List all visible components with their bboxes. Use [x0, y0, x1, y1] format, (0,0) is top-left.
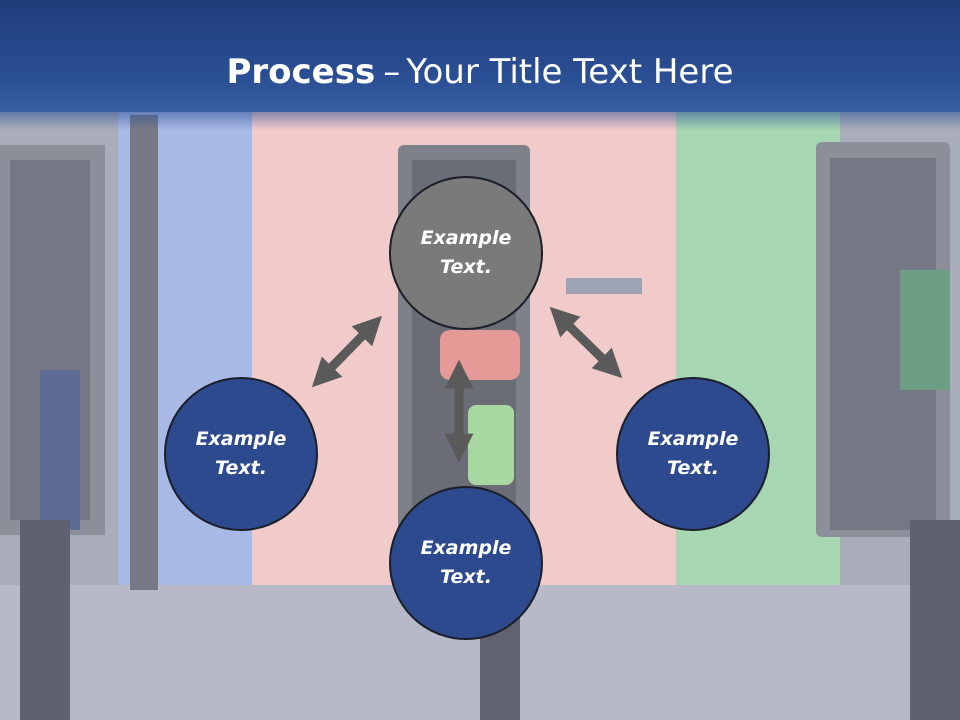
node-left-label: Example Text.	[195, 428, 287, 479]
title-bold-part: Process	[226, 52, 376, 92]
node-bottom-label: Example Text.	[420, 537, 512, 588]
arrow-top-left	[311, 315, 383, 388]
node-left-circle: Example Text.	[164, 377, 318, 531]
node-right-circle: Example Text.	[616, 377, 770, 531]
node-bottom-circle: Example Text.	[389, 486, 543, 640]
node-right-label: Example Text.	[647, 428, 739, 479]
title-separator: –	[383, 52, 401, 92]
title-bar: Process–Your Title Text Here	[0, 0, 960, 130]
page-title: Process–Your Title Text Here	[0, 52, 960, 92]
title-rest: Your Title Text Here	[406, 52, 734, 92]
arrow-top-right	[549, 306, 623, 379]
node-top-label: Example Text.	[420, 227, 512, 278]
node-top-circle: Example Text.	[389, 176, 543, 330]
